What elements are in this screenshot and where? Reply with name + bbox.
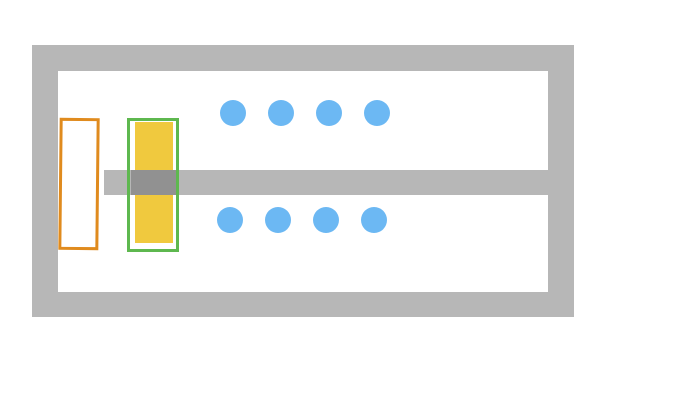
wall-left (32, 45, 58, 317)
blue-dot-top-2[interactable] (268, 100, 294, 126)
green-selection-outline[interactable] (127, 118, 179, 252)
yellow-block-top[interactable] (135, 122, 173, 170)
wall-bottom (32, 292, 574, 317)
blue-dot-bottom-3[interactable] (313, 207, 339, 233)
blue-dot-top-1[interactable] (220, 100, 246, 126)
yellow-block-bottom[interactable] (135, 195, 173, 243)
orange-outlined-paddle[interactable] (58, 117, 100, 251)
blue-dot-top-3[interactable] (316, 100, 342, 126)
wall-right (548, 45, 574, 317)
blue-dot-bottom-1[interactable] (217, 207, 243, 233)
blue-dot-bottom-4[interactable] (361, 207, 387, 233)
blue-dot-bottom-2[interactable] (265, 207, 291, 233)
connector-block (131, 170, 177, 195)
blue-dot-top-4[interactable] (364, 100, 390, 126)
wall-top (32, 45, 574, 71)
